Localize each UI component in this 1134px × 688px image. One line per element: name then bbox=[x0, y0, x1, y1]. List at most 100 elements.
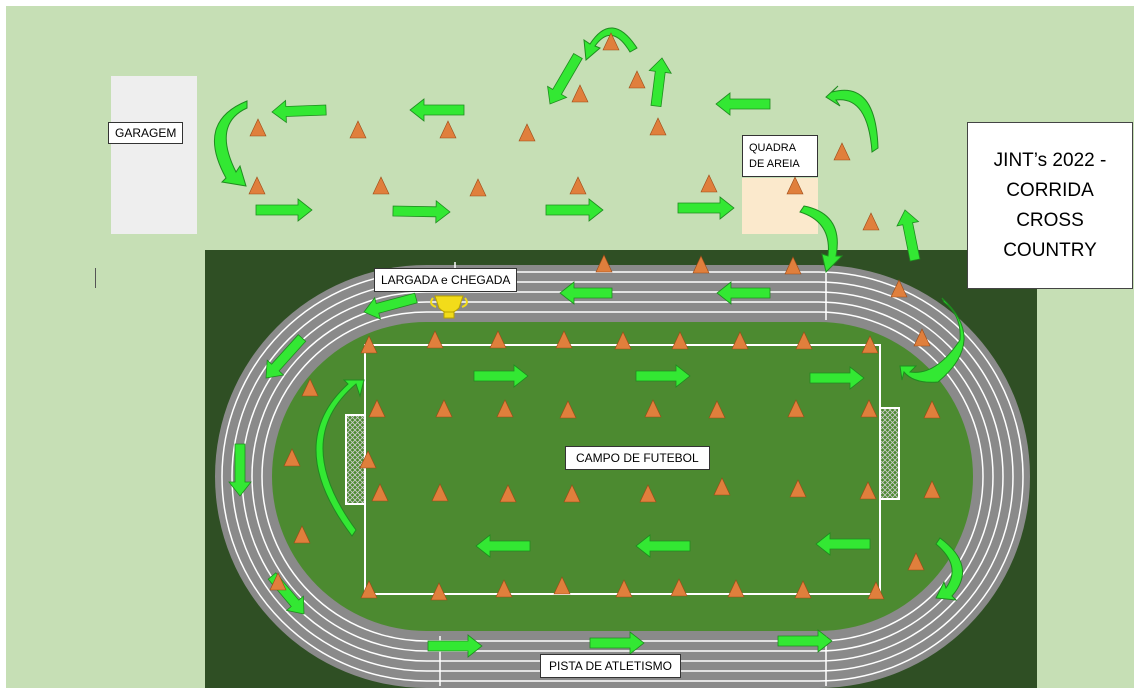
traffic-cone-icon bbox=[283, 448, 301, 467]
traffic-cone-icon bbox=[426, 330, 444, 349]
text-cursor bbox=[95, 268, 96, 288]
traffic-cone-icon bbox=[670, 578, 688, 597]
title-line-3: CROSS bbox=[1016, 209, 1084, 231]
traffic-cone-icon bbox=[360, 580, 378, 599]
right-goal-icon bbox=[879, 407, 900, 500]
traffic-cone-icon bbox=[907, 552, 925, 571]
football-field-label: CAMPO DE FUTEBOL bbox=[565, 446, 710, 470]
traffic-cone-icon bbox=[559, 400, 577, 419]
direction-arrow-icon bbox=[815, 532, 871, 556]
direction-arrow-icon bbox=[271, 99, 327, 124]
traffic-cone-icon bbox=[372, 176, 390, 195]
traffic-cone-icon bbox=[890, 279, 908, 298]
traffic-cone-icon bbox=[923, 480, 941, 499]
traffic-cone-icon bbox=[789, 479, 807, 498]
curved-arrow-top bbox=[583, 27, 638, 62]
traffic-cone-icon bbox=[371, 483, 389, 502]
traffic-cone-icon bbox=[569, 176, 587, 195]
traffic-cone-icon bbox=[649, 117, 667, 136]
cones bbox=[248, 32, 941, 601]
trophy-icon bbox=[430, 295, 468, 319]
traffic-cone-icon bbox=[913, 328, 931, 347]
traffic-cone-icon bbox=[794, 580, 812, 599]
traffic-cone-icon bbox=[731, 331, 749, 350]
traffic-cone-icon bbox=[713, 477, 731, 496]
traffic-cone-icon bbox=[671, 331, 689, 350]
traffic-cone-icon bbox=[595, 254, 613, 273]
direction-arrow-icon bbox=[896, 209, 921, 262]
traffic-cone-icon bbox=[862, 212, 880, 231]
title-box: JINT’s 2022 - CORRIDA CROSS COUNTRY bbox=[967, 122, 1133, 289]
direction-arrow-icon bbox=[545, 198, 604, 222]
direction-arrow-icon bbox=[228, 443, 252, 497]
traffic-cone-icon bbox=[439, 120, 457, 139]
curved-arrow-right-top bbox=[825, 85, 879, 153]
traffic-cone-icon bbox=[923, 400, 941, 419]
traffic-cone-icon bbox=[639, 484, 657, 503]
direction-arrow-icon bbox=[648, 57, 672, 108]
traffic-cone-icon bbox=[787, 399, 805, 418]
athletics-track-label: PISTA DE ATLETISMO bbox=[540, 654, 681, 678]
traffic-cone-icon bbox=[628, 70, 646, 89]
direction-arrow-icon bbox=[589, 631, 645, 655]
curved-arrow-bottom-right bbox=[935, 537, 963, 601]
traffic-cone-icon bbox=[430, 582, 448, 601]
direction-arrow-icon bbox=[559, 281, 613, 305]
traffic-cone-icon bbox=[301, 378, 319, 397]
direction-arrow-icon bbox=[265, 334, 307, 379]
traffic-cone-icon bbox=[555, 330, 573, 349]
direction-arrow-icon bbox=[409, 98, 465, 122]
traffic-cone-icon bbox=[469, 178, 487, 197]
garage-label: GARAGEM bbox=[108, 122, 184, 144]
sand-court-label-line2: DE AREIA bbox=[749, 158, 800, 170]
infield bbox=[272, 322, 973, 631]
sand-court-label-line1: QUADRA bbox=[749, 142, 797, 154]
direction-arrow-icon bbox=[677, 196, 735, 220]
left-goal-icon bbox=[345, 414, 366, 505]
traffic-cone-icon bbox=[269, 572, 287, 591]
direction-arrow-icon bbox=[427, 634, 483, 658]
traffic-cone-icon bbox=[496, 399, 514, 418]
traffic-cone-icon bbox=[700, 174, 718, 193]
route-arrows bbox=[228, 52, 921, 658]
traffic-cone-icon bbox=[708, 400, 726, 419]
traffic-cone-icon bbox=[784, 256, 802, 275]
direction-arrow-icon bbox=[635, 534, 691, 558]
traffic-cone-icon bbox=[293, 525, 311, 544]
sand-court-area bbox=[742, 178, 818, 234]
direction-arrow-icon bbox=[363, 292, 418, 320]
traffic-cone-icon bbox=[692, 255, 710, 274]
traffic-cone-icon bbox=[563, 484, 581, 503]
traffic-cone-icon bbox=[248, 176, 266, 195]
traffic-cone-icon bbox=[431, 483, 449, 502]
traffic-cone-icon bbox=[861, 335, 879, 354]
traffic-cone-icon bbox=[571, 84, 589, 103]
curved-route-arrows bbox=[213, 27, 965, 601]
traffic-cone-icon bbox=[867, 581, 885, 600]
title-line-4: COUNTRY bbox=[1003, 239, 1097, 261]
garage-area bbox=[111, 76, 197, 234]
traffic-cone-icon bbox=[614, 331, 632, 350]
title-line-2: CORRIDA bbox=[1006, 179, 1094, 201]
curved-arrow-field bbox=[315, 379, 365, 537]
direction-arrow-icon bbox=[715, 92, 771, 116]
direction-arrow-icon bbox=[255, 198, 313, 222]
direction-arrow-icon bbox=[777, 629, 833, 653]
curved-arrow-garage bbox=[213, 100, 248, 187]
direction-arrow-icon bbox=[392, 199, 451, 224]
curved-arrow-right-track bbox=[899, 297, 965, 383]
direction-arrow-icon bbox=[809, 366, 865, 390]
traffic-cone-icon bbox=[860, 399, 878, 418]
traffic-cone-icon bbox=[859, 481, 877, 500]
traffic-cone-icon bbox=[644, 399, 662, 418]
traffic-cone-icon bbox=[359, 450, 377, 469]
direction-arrow-icon bbox=[475, 534, 531, 558]
sand-court-label: QUADRA DE AREIA bbox=[742, 135, 818, 177]
traffic-cone-icon bbox=[833, 142, 851, 161]
traffic-cone-icon bbox=[795, 331, 813, 350]
traffic-cone-icon bbox=[615, 579, 633, 598]
direction-arrow-icon bbox=[473, 364, 529, 388]
traffic-cone-icon bbox=[786, 176, 804, 195]
traffic-cone-icon bbox=[602, 32, 620, 51]
